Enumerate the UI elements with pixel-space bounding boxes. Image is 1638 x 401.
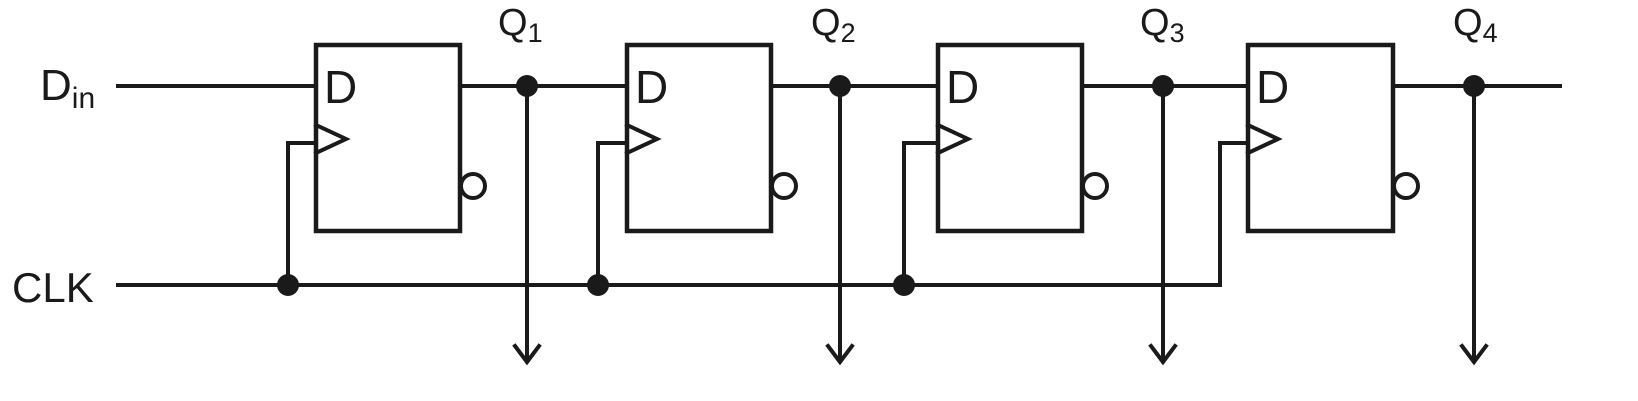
flipflop-3-body: [935, 42, 1085, 234]
clock-branch-3: [902, 141, 940, 287]
clock-branch-1: [286, 141, 318, 287]
output-junction-2: [829, 75, 851, 97]
output-tap-2: Q2: [811, 2, 856, 366]
input-label-main: D: [40, 61, 72, 110]
output-label-1-main: Q: [498, 2, 528, 44]
flipflop-2-clock-triangle: [624, 122, 662, 156]
flipflop-4-inverted-output: [1392, 172, 1420, 200]
flipflop-4-d-label: D: [1256, 61, 1289, 113]
flipflop-2: D: [624, 42, 798, 234]
output-arrow-1: [512, 343, 542, 366]
output-label-2: Q2: [811, 2, 856, 48]
output-junction-1: [516, 75, 538, 97]
flipflop-2-inverted-output: [770, 172, 798, 200]
flipflop-2-d-label: D: [635, 61, 668, 113]
output-label-2-main: Q: [811, 2, 841, 44]
clock-branch-2: [596, 141, 629, 287]
output-label-4-main: Q: [1453, 2, 1483, 44]
output-label-1-sub: 1: [528, 18, 543, 48]
clock-bus: [116, 141, 1250, 287]
flipflop-3-inverted-output: [1081, 172, 1109, 200]
clock-junction-2: [587, 274, 609, 296]
input-label: Din: [40, 61, 95, 115]
output-label-3: Q3: [1140, 2, 1185, 48]
output-label-4: Q4: [1453, 2, 1498, 48]
output-arrow-2: [825, 343, 855, 366]
output-tap-3: Q3: [1140, 2, 1185, 366]
output-label-1: Q1: [498, 2, 543, 48]
output-arrow-3: [1148, 343, 1178, 366]
output-label-3-main: Q: [1140, 2, 1170, 44]
clock-junction-3: [893, 274, 915, 296]
output-tap-4: Q4: [1453, 2, 1498, 366]
clock-junction-1: [277, 274, 299, 296]
flipflop-1-inverted-output: [459, 172, 487, 200]
output-arrow-4: [1459, 343, 1489, 366]
flipflop-3: D: [935, 42, 1109, 234]
flipflop-1: D: [313, 42, 487, 234]
output-junction-4: [1463, 75, 1485, 97]
flipflop-3-clock-triangle: [935, 122, 973, 156]
flipflop-1-clock-triangle: [313, 122, 351, 156]
flipflop-1-d-label: D: [324, 61, 357, 113]
output-tap-1: Q1: [498, 2, 543, 366]
flipflop-4-clock-triangle: [1245, 122, 1283, 156]
output-label-3-sub: 3: [1170, 18, 1185, 48]
input-label-sub: in: [72, 82, 95, 115]
clock-label: CLK: [12, 264, 94, 311]
output-label-4-sub: 4: [1483, 18, 1498, 48]
flipflop-3-d-label: D: [946, 61, 979, 113]
output-junction-3: [1152, 75, 1174, 97]
output-label-2-sub: 2: [841, 18, 856, 48]
flipflop-4: D: [1245, 42, 1420, 234]
